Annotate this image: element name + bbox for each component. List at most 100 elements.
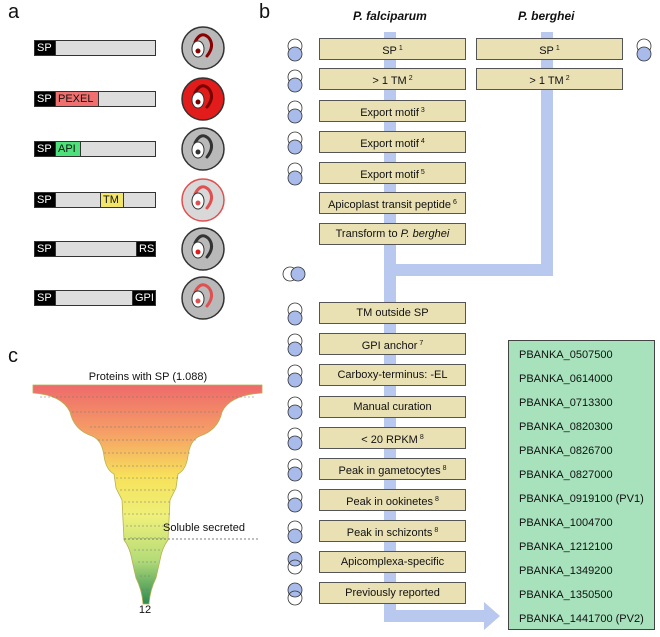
filter-step-label: Peak in schizonts — [346, 527, 433, 539]
funnel-shape — [32, 384, 263, 605]
filter-step-reference: 1 — [555, 45, 560, 52]
tm-domain: TM — [100, 192, 124, 208]
filter-step-reference: 4 — [420, 138, 425, 145]
candidate-gene-id: PBANKA_0827000 — [519, 469, 613, 481]
filter-step-box: TM outside SP — [319, 302, 466, 324]
venn-icon-overlap — [287, 139, 303, 155]
filter-step-label: Peak in gametocytes — [338, 465, 441, 477]
candidate-gene-id: PBANKA_1350500 — [519, 589, 613, 601]
filter-step-label: Previously reported — [345, 587, 440, 599]
parasite-icon — [193, 234, 214, 259]
filter-step-label: TM outside SP — [356, 307, 429, 319]
filter-step-species: P. berghei — [400, 228, 450, 240]
filter-step-reference: 2 — [565, 75, 570, 82]
filter-step-label: SP — [382, 45, 397, 57]
venn-icon-overlap — [287, 46, 303, 62]
filter-step-box: Previously reported — [319, 582, 466, 604]
parasite-icon — [193, 134, 214, 159]
parasite-nucleus-icon — [195, 298, 201, 304]
filter-step-label: > 1 TM — [372, 75, 407, 87]
filter-step-reference: 1 — [398, 45, 403, 52]
filter-step-label: Export motif — [360, 169, 419, 181]
filter-step-label: > 1 TM — [529, 75, 564, 87]
venn-icon-overlap — [287, 435, 303, 451]
candidate-gene-id: PBANKA_0614000 — [519, 373, 613, 385]
venn-icon-overlap — [287, 310, 303, 326]
venn-icon-overlap — [287, 372, 303, 388]
filter-step-label: < 20 RPKM — [361, 434, 418, 446]
filter-step-label: Peak in ookinetes — [346, 496, 433, 508]
sp-domain: SP — [34, 192, 56, 208]
filter-step-reference: 7 — [419, 340, 424, 347]
parasite-nucleus-icon — [195, 48, 201, 54]
venn-icon-overlap — [287, 108, 303, 124]
species-label-falciparum: P. falciparum — [353, 9, 427, 23]
venn-icon — [287, 582, 303, 598]
filter-step-label: Apicomplexa-specific — [340, 556, 445, 568]
candidate-gene-id: PBANKA_0820300 — [519, 421, 613, 433]
flow-arrow-out-shaft — [384, 610, 486, 622]
flow-arrow-join — [384, 264, 553, 276]
candidate-gene-id: PBANKA_0713300 — [519, 397, 613, 409]
parasite-icon — [193, 84, 214, 109]
motif-domain: API — [55, 141, 81, 157]
filter-step-reference: 8 — [442, 465, 447, 472]
filter-step-label: Apicoplast transit peptide — [328, 199, 451, 211]
filter-step-label: Export motif — [360, 107, 419, 119]
candidate-gene-id: PBANKA_1441700 (PV2) — [519, 613, 644, 625]
protein-bar: SP — [34, 40, 156, 56]
filter-step-box: Apicomplexa-specific — [319, 551, 466, 573]
parasite-nucleus-icon — [195, 249, 201, 255]
sp-domain: SP — [34, 241, 56, 257]
filter-step-reference: 8 — [434, 496, 439, 503]
motif-domain: PEXEL — [55, 91, 99, 107]
panel-letter-a: a — [8, 1, 20, 23]
venn-icon-overlap — [636, 46, 652, 62]
parasite-icon — [193, 283, 214, 308]
candidate-gene-id: PBANKA_0919100 (PV1) — [519, 493, 644, 505]
protein-bar: SP TM — [34, 192, 156, 208]
venn-icon — [287, 551, 303, 567]
candidate-gene-id: PBANKA_0826700 — [519, 445, 613, 457]
filter-step-label: Carboxy-terminus: -EL — [337, 369, 448, 381]
candidate-gene-id: PBANKA_1349200 — [519, 565, 613, 577]
venn-icon-overlap — [290, 266, 306, 282]
filter-step-label: Export motif — [360, 138, 419, 150]
venn-icon-overlap — [287, 77, 303, 93]
candidate-gene-id: PBANKA_1212100 — [519, 541, 613, 553]
filter-step-label: SP — [539, 45, 554, 57]
species-label-berghei: P. berghei — [518, 9, 575, 23]
filter-step-reference: 3 — [420, 107, 425, 114]
venn-icon-overlap — [287, 590, 303, 606]
funnel-top-label: Proteins with SP (1.088) — [88, 371, 208, 383]
venn-icon-overlap — [287, 559, 303, 575]
filter-step-box: Transform to P. berghei — [319, 223, 466, 245]
filter-step-label: Transform to — [335, 228, 401, 240]
venn-icon-overlap — [287, 466, 303, 482]
filter-step-label: GPI anchor — [361, 340, 418, 352]
filter-step-reference: 8 — [434, 527, 439, 534]
parasite-nucleus-icon — [195, 200, 201, 206]
c-terminal-domain: GPI — [132, 290, 156, 306]
panel-letter-c: c — [8, 345, 18, 367]
filter-step-reference: 8 — [419, 434, 424, 441]
filter-step-reference: 5 — [420, 169, 425, 176]
venn-icon-overlap — [287, 404, 303, 420]
sp-domain: SP — [34, 141, 56, 157]
candidate-gene-id: PBANKA_1004700 — [519, 517, 613, 529]
filter-step-box: Manual curation — [319, 396, 466, 418]
parasite-icon — [193, 185, 214, 210]
parasite-nucleus-icon — [195, 99, 201, 105]
